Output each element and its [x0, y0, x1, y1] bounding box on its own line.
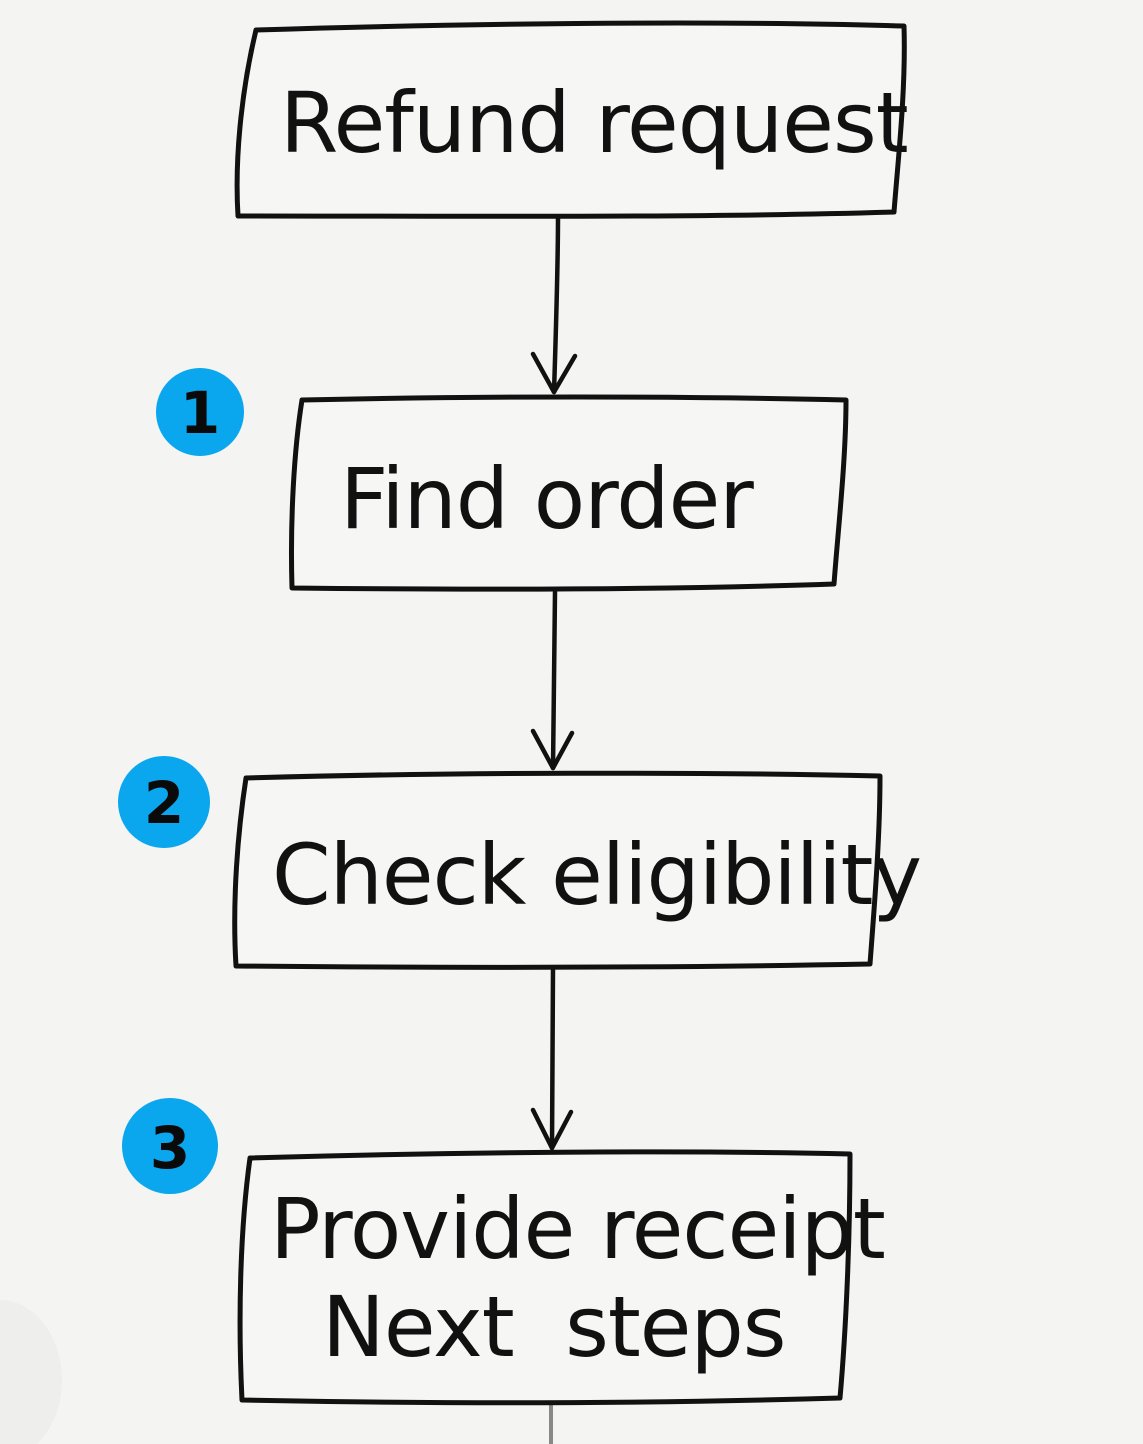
connectors	[530, 213, 578, 1444]
node-box	[232, 770, 883, 970]
edge-refund-request-to-find-order	[551, 213, 561, 395]
arrowhead-provide-receipt	[530, 1107, 574, 1151]
badge-number: 2	[144, 769, 184, 837]
step-badge-2: 2	[118, 756, 210, 848]
arrowhead-find-order	[530, 351, 578, 395]
badge-number: 3	[150, 1114, 190, 1182]
step-badge-3: 3	[122, 1098, 218, 1194]
node-find-order: Find order	[289, 394, 849, 592]
node-label: Check eligibility	[272, 826, 921, 924]
badge-circle	[118, 756, 210, 848]
node-refund-request: Refund request	[234, 20, 909, 219]
node-box	[289, 394, 849, 592]
arrowhead-check-eligibility	[530, 728, 575, 771]
badge-circle	[122, 1098, 218, 1194]
edge-find-order-to-check-eligibility	[550, 589, 558, 771]
edge-check-eligibility-to-provide-receipt	[549, 965, 556, 1151]
badge-circle	[156, 368, 244, 456]
node-label: Find order	[340, 450, 754, 548]
node-label-line-1: Provide receipt	[270, 1180, 885, 1278]
node-box	[237, 1149, 853, 1406]
faint-background-shape	[0, 1300, 62, 1444]
node-label-line-2: Next steps	[322, 1278, 786, 1376]
node-provide-receipt: Provide receipt Next steps	[237, 1149, 886, 1406]
step-badge-1: 1	[156, 368, 244, 456]
badge-number: 1	[180, 379, 220, 447]
node-box	[234, 20, 907, 219]
node-label: Refund request	[280, 74, 908, 172]
node-check-eligibility: Check eligibility	[232, 770, 922, 970]
